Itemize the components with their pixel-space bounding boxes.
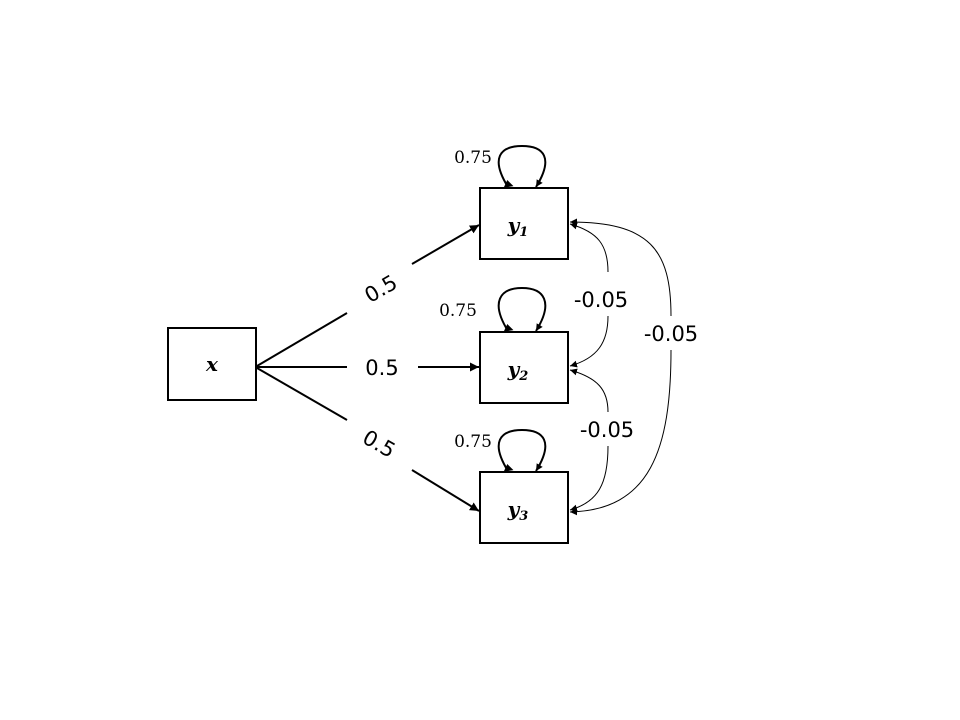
variance-loop-y1: 0.75 [454, 144, 547, 188]
variance-loop-y2: 0.75 [439, 286, 547, 332]
covariance-y2-y3: -0.05 [569, 368, 634, 512]
covariance-y2-y3-label: -0.05 [580, 418, 634, 442]
node-y1-label: y1 [507, 213, 529, 240]
variance-loop-arrowheads [503, 180, 514, 472]
node-x-label: x [205, 352, 219, 376]
variance-y3-label: 0.75 [454, 432, 492, 452]
path-x-y2: 0.5 [257, 356, 479, 380]
node-y2: y2 [479, 331, 569, 404]
path-x-y3: 0.5 [256, 367, 480, 512]
variance-y2-label: 0.75 [439, 301, 477, 321]
node-x: x [167, 327, 257, 401]
covariance-y1-y3: -0.05 [569, 218, 698, 516]
covariance-y1-y2-label: -0.05 [574, 288, 628, 312]
path-x-y2-coef: 0.5 [365, 356, 398, 380]
covariance-y1-y3-label: -0.05 [644, 322, 698, 346]
variance-y1-label: 0.75 [454, 148, 492, 168]
node-y2-label: y2 [507, 357, 529, 384]
path-x-y1: 0.5 [256, 224, 480, 367]
path-x-y1-coef: 0.5 [361, 270, 402, 307]
covariance-y1-y2: -0.05 [569, 222, 628, 368]
node-y1: y1 [479, 187, 569, 260]
node-y3: y3 [479, 471, 569, 544]
node-y3-label: y3 [507, 497, 529, 524]
path-x-y3-coef: 0.5 [359, 425, 400, 462]
variance-loop-y3: 0.75 [454, 428, 547, 472]
